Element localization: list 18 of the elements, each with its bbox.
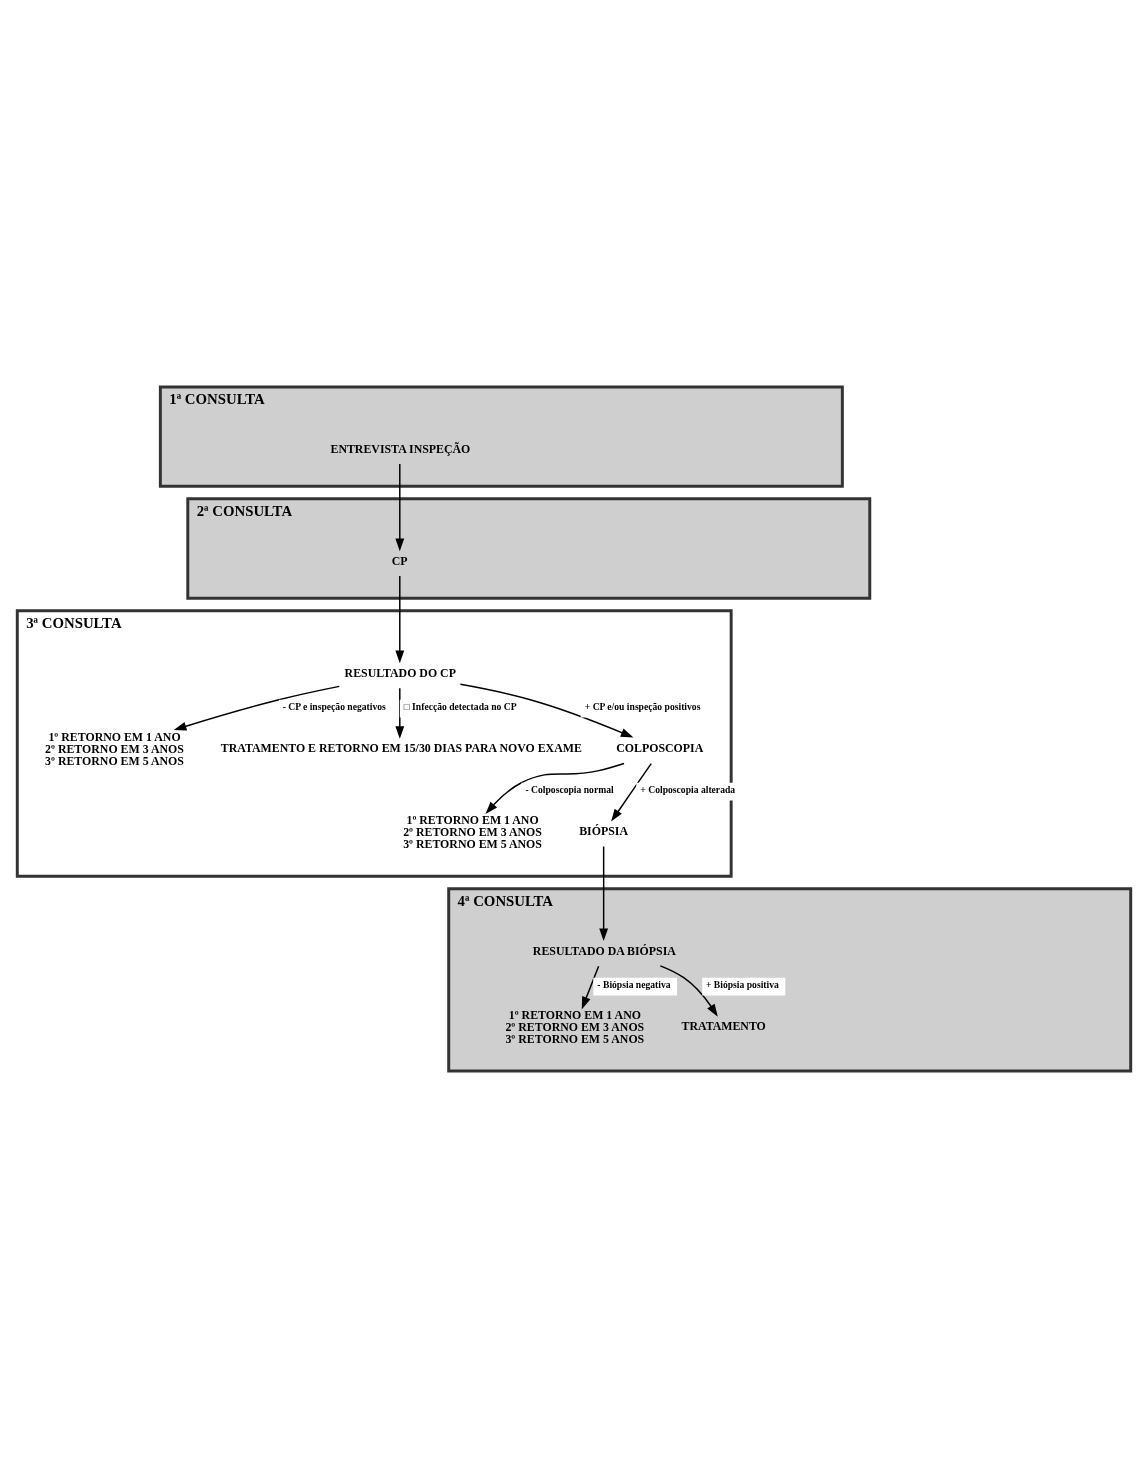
edge-label: + CP e/ou inspeção positivos (584, 701, 701, 713)
node-text: RESULTADO DO CP (344, 665, 456, 680)
edge-label: □ Infecção detectada no CP (403, 701, 517, 713)
edge-label: - Biópsia negativa (597, 979, 671, 991)
edge-label: - CP e inspeção negativos (282, 701, 386, 713)
node-text: 1º RETORNO EM 1 ANO 2º RETORNO EM 3 ANOS 3º RETORNO EM 5 ANOS (505, 1008, 645, 1046)
edge-label: - Colposcopia normal (525, 784, 614, 796)
edge-label: + Colposcopia alterada (640, 784, 736, 796)
node-text: ENTREVISTA INSPEÇÃO (330, 441, 471, 456)
node-text: RESULTADO DA BIÓPSIA (532, 943, 676, 958)
node-text: 1º RETORNO EM 1 ANO 2º RETORNO EM 3 ANOS 3º RETORNO EM 5 ANOS (45, 730, 184, 768)
node-text: COLPOSCOPIA (616, 741, 704, 756)
node-text: BIÓPSIA (579, 824, 628, 839)
node-text: CP (391, 553, 408, 568)
edge-label: + Biópsia positiva (705, 979, 779, 991)
node-text: 1º RETORNO EM 1 ANO 2º RETORNO EM 3 ANOS 3º RETORNO EM 5 ANOS (403, 813, 542, 851)
node-text: TRATAMENTO (681, 1019, 766, 1034)
node-text: TRATAMENTO E RETORNO EM 15/30 DIAS PARA NOVO EXAME (220, 741, 582, 756)
